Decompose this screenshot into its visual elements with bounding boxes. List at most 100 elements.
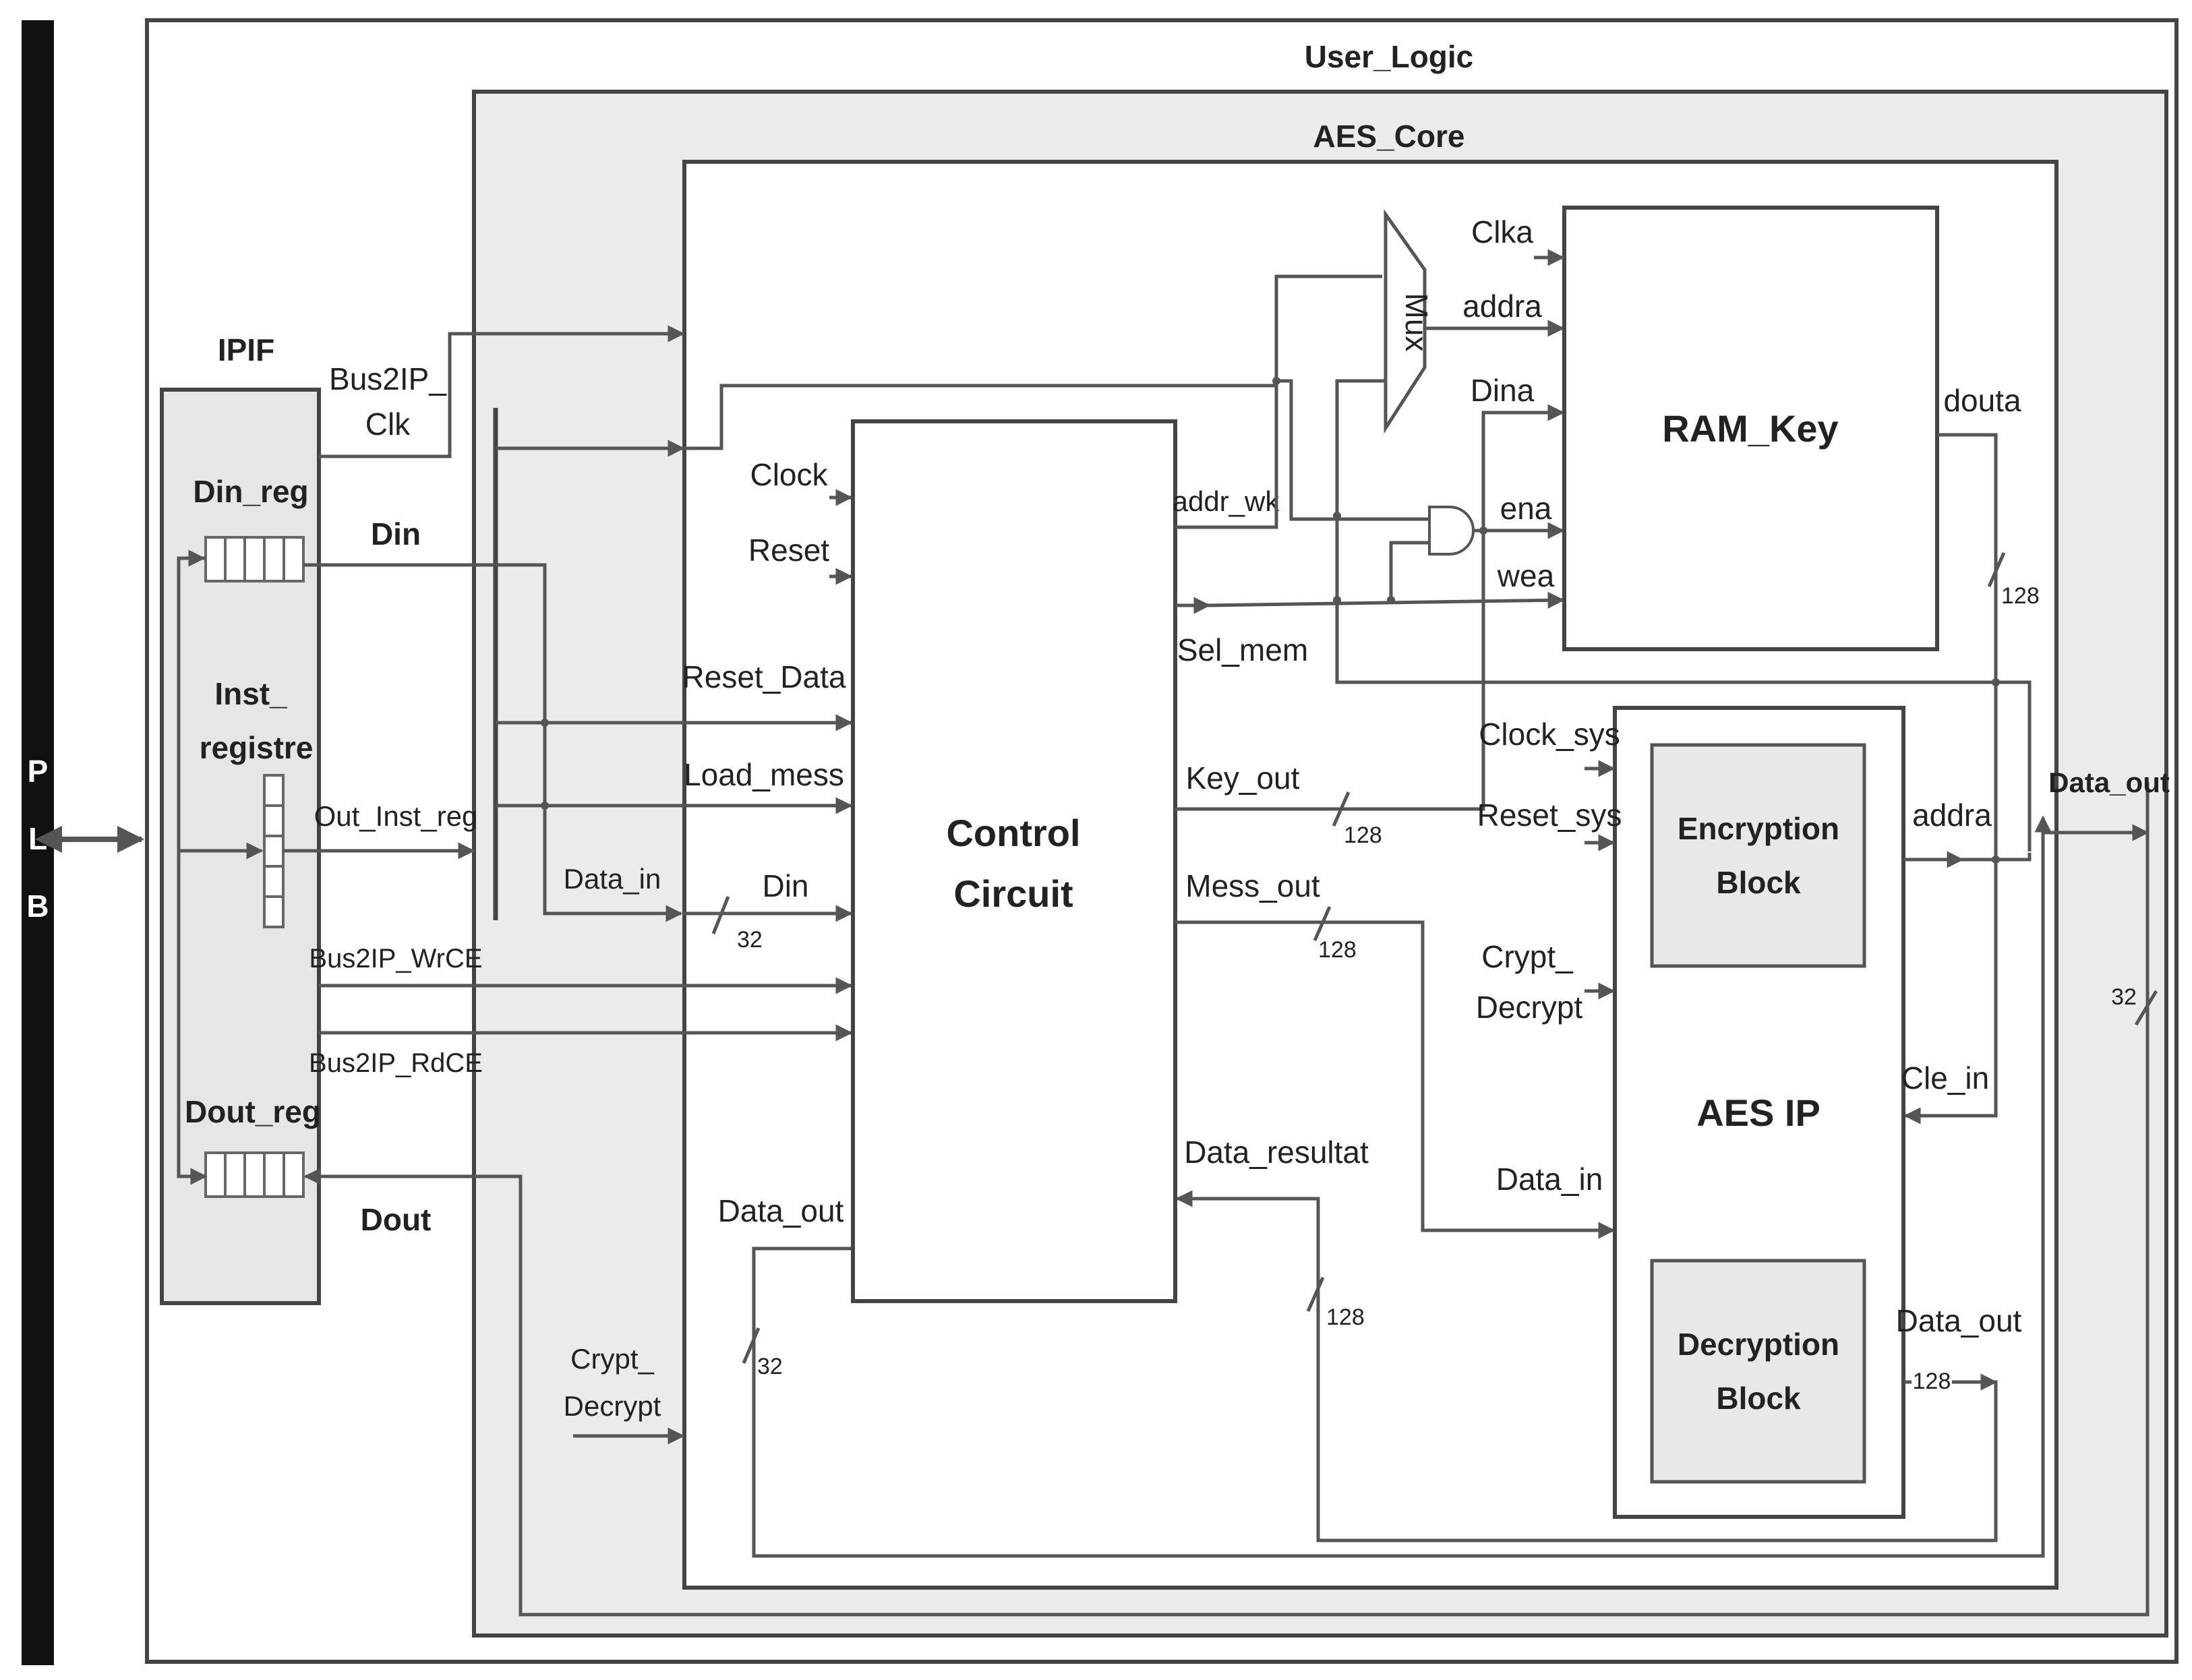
mux-block [1384,209,1427,434]
mux-label: Mux [1399,293,1434,352]
clock-label: Clock [750,457,828,492]
control-circuit-label-2: Circuit [953,872,1073,915]
crypt-aes-label-1: Crypt_ [1481,939,1574,974]
data-out-cc-label: Data_out [718,1193,844,1228]
ipif-label: IPIF [218,332,274,367]
load-mess-label: Load_mess [684,757,844,792]
width-128-out-bg [1912,1365,1952,1392]
dout-reg-label: Dout_reg [185,1094,321,1129]
decryption-block-label-1: Decryption [1678,1327,1839,1362]
out-inst-reg-label: Out_Inst_reg [314,800,478,832]
key-out-ena-junction [1479,527,1487,535]
plb-letter-p: P [28,754,49,789]
data-out-right-wire [2041,824,2150,841]
width-128-out-label: 128 [1913,1369,1951,1394]
encryption-block-label-2: Block [1716,865,1801,900]
douta-label: douta [1943,383,2021,418]
control-circuit-label-1: Control [946,812,1080,854]
width-slash-128-res [1306,1276,1325,1313]
mux-sel-junction [1333,512,1341,520]
crypt-decrypt-left-label-2: Decrypt [564,1390,661,1422]
mux-sel-junction-2 [1333,596,1341,604]
mux-select-wire [1335,379,2032,851]
bus2ip-wrce-label: Bus2IP_WrCE [309,944,482,973]
and-gate-input-b [1389,541,1429,600]
douta-junction [1992,678,2000,686]
dina-label: Dina [1471,373,1535,408]
crypt-decrypt-left-label-1: Crypt_ [570,1343,654,1375]
data-out-cc-wire [752,815,2052,1558]
width-slash-128-mess [1313,905,1332,942]
user-logic-label: User_Logic [1305,39,1474,74]
din-cc-label: Din [762,868,808,903]
width-128-res-label: 128 [1326,1304,1365,1330]
width-32b-label: 32 [757,1354,783,1379]
width-slash-32b [742,1327,761,1364]
clock-sys-label: Clock_sys [1479,717,1620,752]
width-slash-128-key [1332,791,1351,827]
addra-aes-junction [1992,856,2000,864]
decryption-block-label-2: Block [1716,1381,1801,1416]
ram-key-label: RAM_Key [1662,407,1838,450]
dout-reg-register [204,1151,305,1198]
control-circuit-block [851,419,1177,1303]
dout-label: Dout [361,1202,432,1237]
mess-out-label: Mess_out [1185,868,1320,903]
width-128-key-label: 128 [1344,822,1382,848]
data-resultat-label: Data_resultat [1184,1135,1369,1170]
width-128-douta-label: 128 [2001,583,2040,609]
wea-label: wea [1497,558,1555,593]
bus2ip-rdce-label: Bus2IP_RdCE [309,1048,483,1078]
douta-wire [1903,433,1998,1124]
cle-in-label: Cle_in [1901,1060,1989,1096]
din-wire [303,563,683,922]
plb-letter-b: B [26,889,49,924]
key-out-label: Key_out [1186,760,1300,796]
reset-label: Reset [748,533,829,568]
data-out-aes-label: Data_out [1896,1303,2022,1338]
width-slash-128-douta [1987,551,2006,588]
reset-data-label: Reset_Data [682,659,846,694]
addr-wk-label: addr_wk [1173,485,1280,517]
key-out-wire [1175,404,1565,811]
data-out-right-label: Data_out [2048,767,2170,798]
addr-wk-wire [1175,276,1278,529]
ram-key-block [1562,206,1939,651]
sel-mem-and-junction [1387,596,1395,604]
crypt-aes-label-2: Decrypt [1476,990,1583,1025]
width-32a-label: 32 [737,927,763,953]
din-reg-register [204,536,305,582]
mess-out-wire [1175,920,1616,1239]
bus2ip-clk-wire [319,325,685,458]
sel-mem-bus [1208,591,1565,609]
sel-mem-label: Sel_mem [1177,632,1308,667]
addra-aes-label: addra [1912,798,1992,833]
ena-label: ena [1500,491,1552,526]
aes-ip-label: AES IP [1696,1091,1820,1134]
addr-wk-to-and-wire [1276,379,1429,521]
decryption-block [1650,1259,1866,1484]
width-128-mess-label: 128 [1318,937,1357,963]
encryption-block [1650,743,1866,968]
plb-letter-l: L [28,821,47,856]
inst-registre-register [263,774,285,928]
clka-label: Clka [1471,214,1533,249]
data-in-left-label: Data_in [564,863,661,895]
data-in-aes-label: Data_in [1496,1162,1603,1197]
width-slash-32-right [2134,990,2158,1026]
dout-return-wire [303,782,2150,1617]
inst-registre-label-1: Inst_ [214,676,287,711]
width-32-right-label: 32 [2111,984,2137,1010]
addra-ram-label: addra [1462,289,1542,324]
din-reg-label: Din_reg [193,474,308,509]
width-slash-32a [711,896,730,934]
aes-core-label: AES_Core [1313,119,1465,154]
bus2ip-clk-label-2: Clk [365,407,411,442]
inst-registre-label-2: registre [200,730,314,765]
reset-sys-label: Reset_sys [1477,798,1622,833]
and-gate [1428,506,1475,556]
bus2ip-clk-label-1: Bus2IP_ [329,361,447,396]
din-top-label: Din [371,516,421,551]
encryption-block-label-1: Encryption [1678,811,1839,846]
